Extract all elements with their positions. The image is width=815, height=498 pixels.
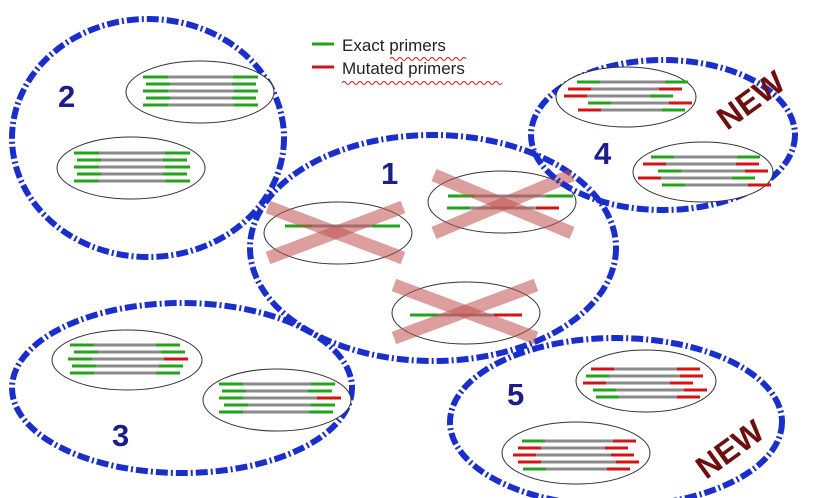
group-2-number: 2 [58,79,75,114]
group-4-new-badge: NEW [710,63,792,136]
group-1-boundary [247,132,619,364]
amplicon-cluster [632,141,774,203]
group-2: 2 [9,16,287,260]
group-3-number: 3 [112,418,129,453]
group-3-boundary [9,300,355,476]
cluster-outline [501,421,651,485]
group-4-boundary [528,57,798,213]
amplicon-cluster [501,421,651,485]
amplicon-cluster-eliminated [427,169,577,239]
amplicon-cluster [202,368,352,432]
amplicon-cluster-eliminated [263,200,413,265]
legend-exact-label: Exact primers [342,36,446,55]
group-5-number: 5 [507,377,524,412]
cluster-outline [575,349,717,413]
amplicon-cluster [51,329,203,391]
group-4-number: 4 [594,136,612,171]
legend-mutated-label: Mutated primers [342,59,465,78]
group-1-number: 1 [381,156,398,191]
amplicon-cluster [555,66,697,128]
cross-mark [431,169,575,239]
cluster-outline [202,368,352,432]
amplicon-cluster-eliminated [391,278,541,345]
amplicon-cluster [56,136,206,200]
amplicon-cluster [125,60,275,124]
group-1: 1 [247,132,619,364]
group-2-boundary [9,16,287,260]
cross-mark [391,278,539,345]
group-5: 5 NEW [447,335,785,498]
legend: Exact primers Mutated primers [312,36,503,85]
amplicon-cluster [575,349,717,413]
cross-mark [265,200,406,265]
group-4: 4 NEW [528,57,798,213]
group-5-boundary [447,335,785,498]
group-5-new-badge: NEW [689,412,771,485]
spellcheck-underline [341,81,503,85]
spellcheck-underline [389,57,467,61]
group-3: 3 [9,300,355,476]
